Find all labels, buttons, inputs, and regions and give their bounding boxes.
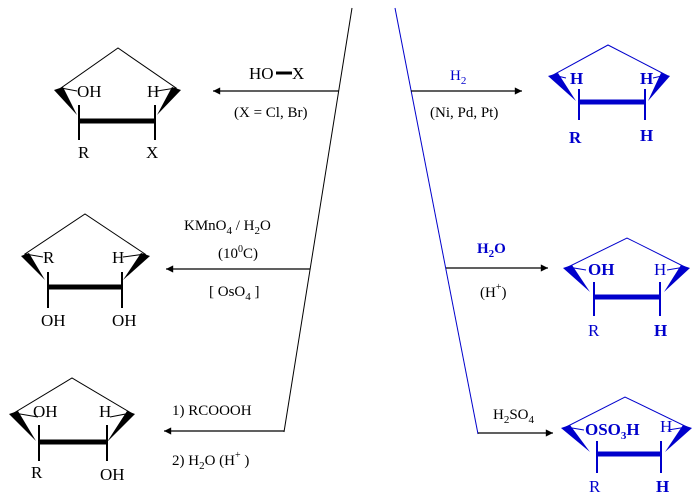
p2-h: H xyxy=(112,248,124,267)
p3-r: R xyxy=(31,463,43,482)
product-alcohol: OH H R H xyxy=(563,237,690,340)
p2-oh1: OH xyxy=(41,311,66,330)
reagent-hox-ho: HO xyxy=(249,64,274,83)
pr2-h2: H xyxy=(654,321,667,340)
p1-h: H xyxy=(147,82,159,101)
product-halohydrin: OH H R X xyxy=(54,47,181,162)
reagent-rcoooh: 1) RCOOOH xyxy=(172,403,252,419)
product-syn-diol: R H OH OH xyxy=(21,213,150,330)
pr1-h2: H xyxy=(640,69,653,88)
pr1-h1: H xyxy=(570,69,583,88)
p3-h: H xyxy=(99,402,111,421)
central-bond-line-left xyxy=(283,7,353,433)
p1-x: X xyxy=(146,143,158,162)
p1-r: R xyxy=(78,143,90,162)
central-bond-line-right xyxy=(394,7,479,435)
pr2-r: R xyxy=(588,321,600,340)
pr1-r: R xyxy=(569,128,582,147)
p2-oh2: OH xyxy=(112,311,137,330)
reagent-kmno4: KMnO4 / H2O xyxy=(184,218,271,237)
reagent-h2so4: H2SO4 xyxy=(493,407,535,426)
condition-ni-pd-pt: (Ni, Pd, Pt) xyxy=(430,105,498,121)
p1-oh: OH xyxy=(77,82,102,101)
pr2-oh: OH xyxy=(588,260,614,279)
pr3-h2: H xyxy=(656,477,669,496)
p2-r: R xyxy=(43,248,55,267)
product-alkane: H H R H xyxy=(548,44,670,147)
p3-oh: OH xyxy=(33,402,58,421)
reagent-h2: H2 xyxy=(450,68,466,87)
pr3-r: R xyxy=(589,477,601,496)
reagent-oso4: [ OsO4 ] xyxy=(209,284,260,303)
pr1-h3: H xyxy=(640,126,653,145)
reagent-h2o: H2O xyxy=(477,241,506,260)
condition-h-plus: (H+) xyxy=(480,282,506,301)
p3-oh2: OH xyxy=(100,465,125,484)
condition-x-cl-br: (X = Cl, Br) xyxy=(234,105,307,121)
reagent-hox-x: X xyxy=(292,64,304,83)
condition-temperature: (100C) xyxy=(218,244,258,262)
pr3-group: OSO3H xyxy=(585,420,640,442)
product-anti-diol: OH H R OH xyxy=(9,377,135,484)
pr2-h: H xyxy=(654,260,666,279)
pr3-h: H xyxy=(660,417,672,436)
reagent-h2o-h: 2) H2O (H+ ) xyxy=(172,450,249,472)
product-alkyl-hydrogen-sulfate: OSO3H H R H xyxy=(561,396,692,496)
